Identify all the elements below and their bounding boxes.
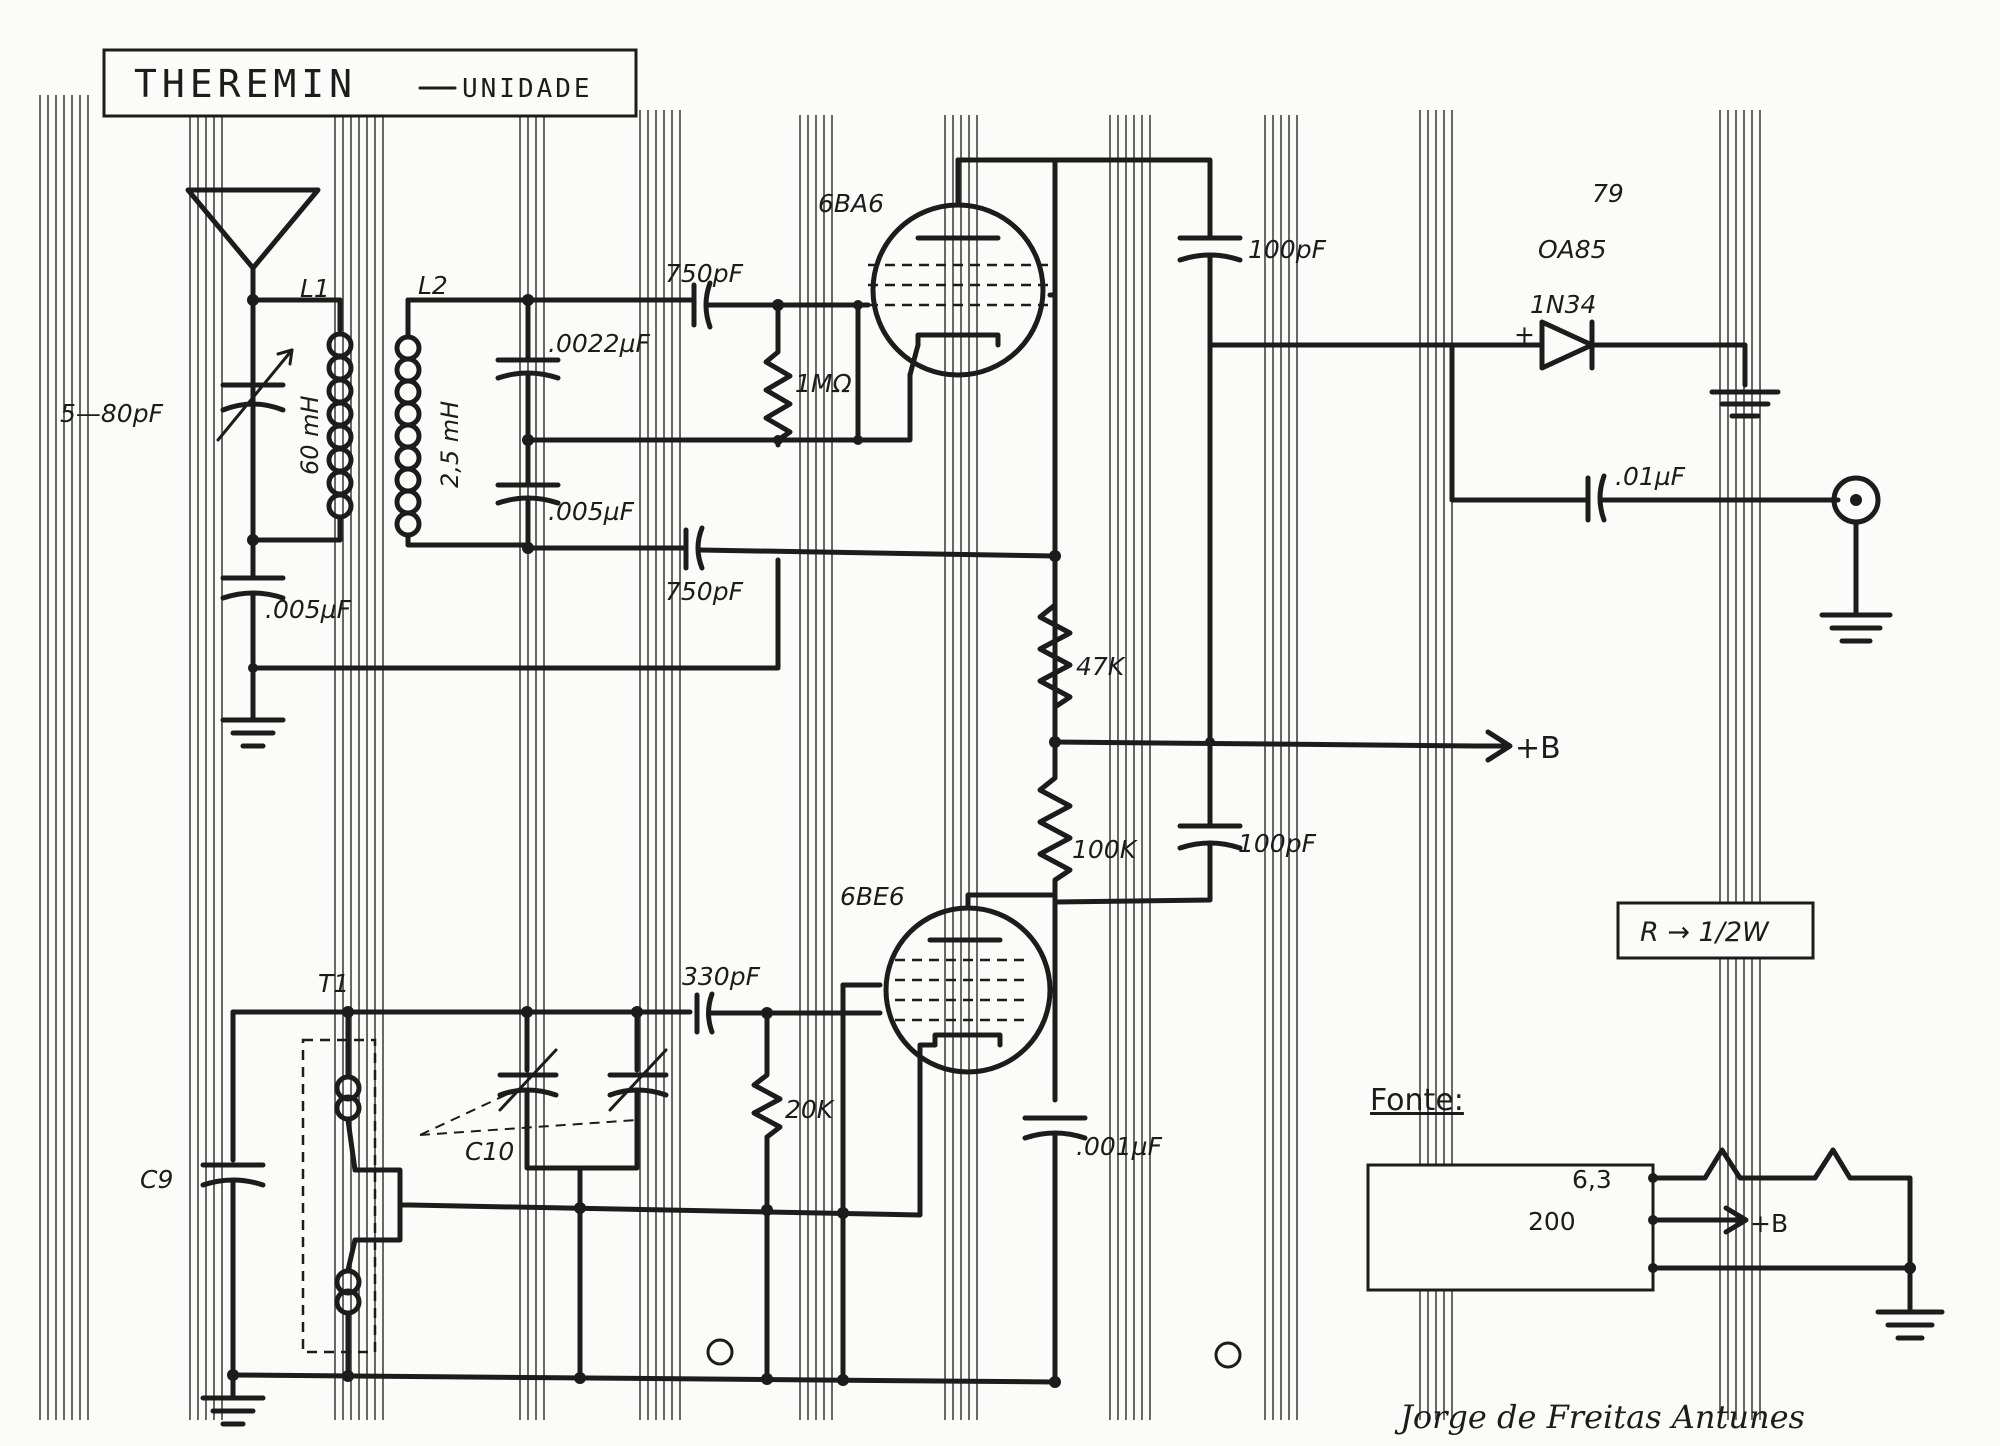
label-diode-alt: OA85 xyxy=(1538,235,1607,264)
label-cap-330: 330pF xyxy=(682,962,761,991)
label-l2: L2 xyxy=(418,271,448,300)
label-diode-alt-number: 79 xyxy=(1592,179,1624,208)
label-c9: C9 xyxy=(140,1165,173,1194)
label-v-heater: 6,3 xyxy=(1572,1165,1612,1194)
l1-tank xyxy=(216,294,354,546)
label-l1-value: 60 mH xyxy=(296,395,324,475)
capacitor-001 xyxy=(1022,1115,1088,1385)
title-block: THEREMIN UNIDADE xyxy=(102,48,638,118)
capacitor-750-bottom xyxy=(527,525,1061,571)
label-diode: 1N34 xyxy=(1530,290,1596,319)
label-cap-01: .01µF xyxy=(1615,462,1686,491)
label-plus-b: +B xyxy=(1515,731,1561,766)
l2-coil-icon xyxy=(394,334,422,538)
capacitor-005-left xyxy=(220,537,286,723)
label-l2-value: 2,5 mH xyxy=(436,401,464,488)
signature: Jorge de Freitas Antunes xyxy=(1394,1398,1805,1436)
t1-transformer-icon xyxy=(301,1006,413,1378)
ground-icon xyxy=(220,717,286,749)
label-cap-0022: .0022µF xyxy=(548,329,650,358)
capacitor-100-top xyxy=(1177,235,1243,745)
label-res-20k: 20K xyxy=(785,1095,836,1124)
hole-punch-mark xyxy=(1214,1341,1242,1369)
label-res-100k: 100K xyxy=(1072,835,1139,864)
ground-icon xyxy=(200,1372,266,1427)
capacitor-330 xyxy=(694,991,883,1035)
tube-6be6-icon xyxy=(883,892,1058,1075)
title-sub: UNIDADE xyxy=(462,74,593,104)
ground-icon xyxy=(1819,612,1893,644)
resistor-20k xyxy=(751,1010,783,1383)
label-cap-750-bottom: 750pF xyxy=(665,577,744,606)
arrow-right-icon xyxy=(1472,729,1513,763)
cap-stack xyxy=(495,294,561,554)
label-cap-005-mid: .005µF xyxy=(548,497,635,526)
label-ps-plus-b: +B xyxy=(1750,1209,1788,1238)
diode-1n34-icon xyxy=(1539,319,1595,371)
ground-icon xyxy=(1709,389,1781,419)
ground-icon xyxy=(1875,1309,1945,1341)
hole-punch-mark xyxy=(706,1338,734,1366)
resistor-47k xyxy=(1037,557,1073,745)
antenna-icon xyxy=(185,187,321,303)
label-diode-plus: + xyxy=(1514,320,1535,349)
resistor-note: R → 1/2W xyxy=(1616,901,1815,960)
power-supply-block xyxy=(1366,1147,1916,1313)
capacitor-c9 xyxy=(200,1162,266,1378)
label-t1: T1 xyxy=(318,969,349,998)
variable-capacitor-icon xyxy=(216,348,294,442)
capacitor-c10-icon xyxy=(419,1006,669,1171)
label-cap-001: .001µF xyxy=(1076,1132,1163,1161)
label-c10: C10 xyxy=(465,1137,514,1166)
label-tube-6ba6: 6BA6 xyxy=(818,189,884,218)
label-var-cap: 5—80pF xyxy=(60,399,164,428)
label-res-1m: 1MΩ xyxy=(795,369,852,398)
label-resistor-note: R → 1/2W xyxy=(1640,917,1770,948)
background-ruled-lines xyxy=(39,95,1761,1420)
resistor-1m xyxy=(763,302,793,448)
label-res-47k: 47K xyxy=(1076,652,1127,681)
capacitor-750-top xyxy=(525,280,871,330)
label-cap-750-top: 750pF xyxy=(665,259,744,288)
label-power-heading: Fonte: xyxy=(1370,1083,1464,1118)
label-v-plate: 200 xyxy=(1528,1207,1576,1236)
label-cap-005-left: .005µF xyxy=(265,595,352,624)
label-tube-6be6: 6BE6 xyxy=(840,882,905,911)
label-cap-100-top: 100pF xyxy=(1248,235,1327,264)
l1-coil-icon xyxy=(326,331,354,520)
title-main: THEREMIN xyxy=(134,62,357,106)
label-l1: L1 xyxy=(300,274,330,303)
capacitor-01 xyxy=(1585,473,1607,523)
l2-coil xyxy=(394,297,533,548)
label-cap-100-bottom: 100pF xyxy=(1238,829,1317,858)
output-jack-icon xyxy=(1831,475,1881,615)
resistor-100k xyxy=(1037,739,1073,905)
capacitor-100-bottom xyxy=(1052,739,1243,905)
